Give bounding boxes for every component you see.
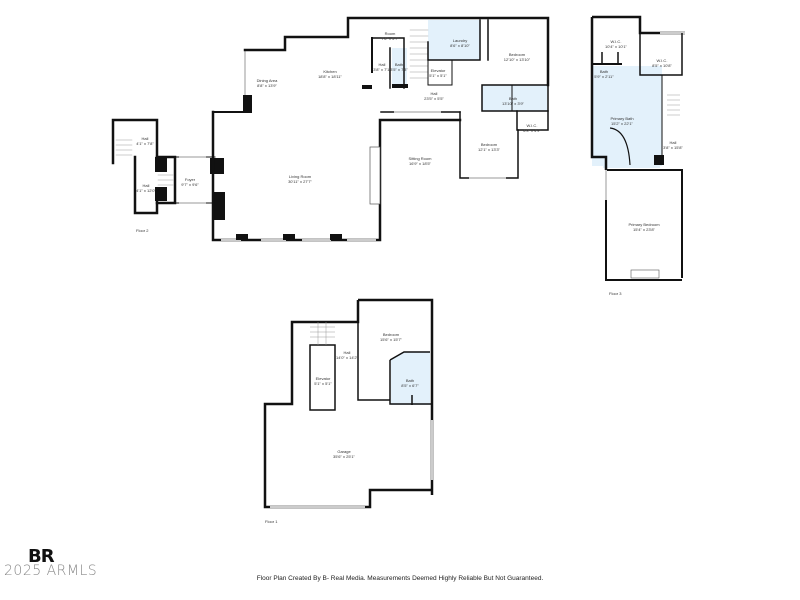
floor-label-1: Floor 1 <box>265 519 278 524</box>
room-label-wic: W.I.C.10'4" x 10'1" <box>605 39 627 49</box>
floor-label-3: Floor 3 <box>609 291 622 296</box>
bath-fill-hall <box>482 85 547 111</box>
disclaimer-text: Floor Plan Created By B- Real Media. Mea… <box>256 575 544 582</box>
floor-3-plan <box>590 15 685 281</box>
floor-2-plan <box>111 16 550 242</box>
laundry-fill <box>428 20 480 60</box>
br-logo: BR <box>28 546 55 567</box>
floor-1-plan <box>263 298 434 509</box>
floor-label-2: Floor 2 <box>136 228 149 233</box>
room-label-wic: W.I.C.8'5" x 10'8" <box>652 58 672 68</box>
room-label-wic: W.I.C.6'3" x 4'9" <box>523 123 541 133</box>
copyright-watermark: 2025 ARMLS <box>4 563 98 579</box>
